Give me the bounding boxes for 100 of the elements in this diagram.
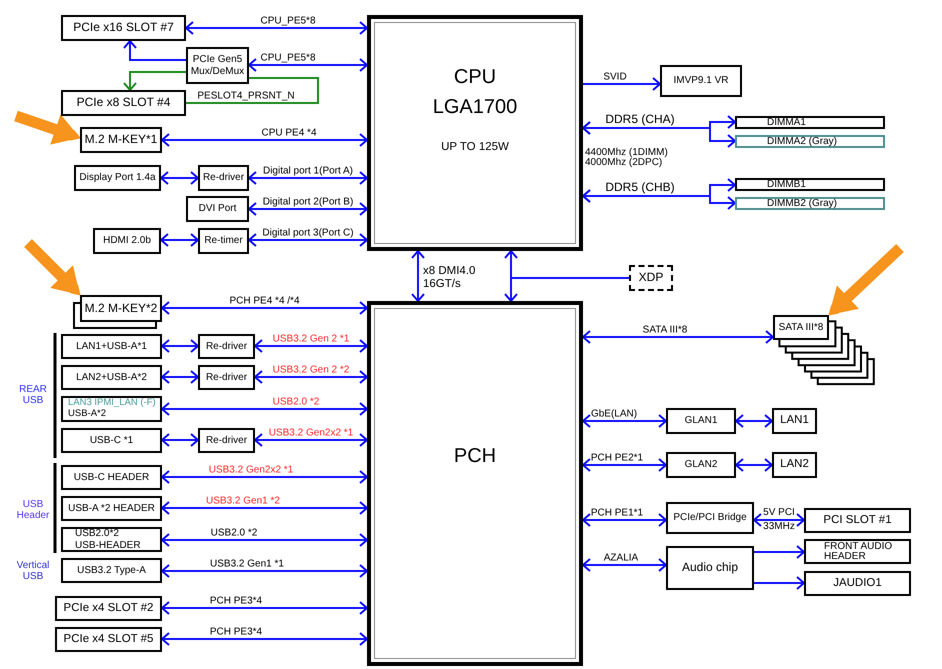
connector-arrow: [254, 339, 368, 353]
edge-label: PCH PE2*1: [590, 452, 644, 464]
debug-port-box: [629, 265, 673, 291]
connector-arrow: [248, 233, 368, 247]
connector-arrow: [123, 40, 186, 61]
redriver-box: [198, 428, 255, 453]
edge-label: CPU_PE5*8: [260, 52, 316, 64]
voltage-regulator-box: [660, 65, 742, 97]
connector-arrow: [582, 330, 774, 344]
component-label: USB-C *1: [90, 434, 134, 446]
connector-arrow: [735, 458, 773, 472]
connector-arrow: [161, 370, 199, 384]
component-label: FRONT AUDIO HEADER: [824, 542, 894, 562]
component-label: DIMMB1: [767, 180, 806, 189]
dvi-port-box: [186, 196, 249, 222]
lan-usb-port-box: [61, 365, 162, 390]
component-label: PCIe x8 SLOT #4: [76, 96, 170, 110]
component-label: Re-driver: [206, 340, 248, 352]
sata-port-box: [773, 315, 829, 340]
audio-header-box: [804, 539, 911, 564]
dimm-slot: [735, 197, 885, 210]
component-label: LAN2: [780, 458, 809, 472]
edge-label: 5V PCI 33MHz: [762, 506, 796, 534]
connector-arrow: [582, 458, 667, 472]
edge-label: Digital port 1(Port A): [262, 166, 354, 177]
expansion-slot-box: [61, 90, 186, 116]
connector-arrow: [254, 370, 368, 384]
connector-arrow: [161, 133, 368, 147]
edge-label: CPU_PE5*8: [260, 16, 316, 27]
component-label: Re-driver: [206, 434, 248, 446]
connector-arrow: [753, 513, 805, 527]
lan-controller-box: [666, 408, 736, 434]
component-label: M.2 M-KEY*1: [84, 133, 158, 147]
connector-arrow: [248, 58, 368, 72]
component-label: Re-timer: [204, 235, 243, 247]
redriver-box: [198, 165, 249, 191]
usb-header-box: [61, 496, 162, 521]
connector-arrow: [582, 189, 736, 210]
connector-arrow: [583, 77, 661, 91]
edge-label: PCH PE1*1: [590, 508, 644, 519]
edge-label: USB2.0 *2: [272, 396, 320, 408]
connector-arrow: [582, 513, 667, 527]
component-label: Display Port 1.4a: [79, 172, 156, 184]
component-label: USB-A *2 HEADER: [68, 502, 155, 514]
edge-label: Digital port 2(Port B): [262, 196, 354, 208]
lan-usb-port-box: [61, 334, 162, 359]
component-label: Re-driver: [202, 172, 244, 184]
component-label: USB-C HEADER: [74, 472, 150, 484]
component-label: XDP: [638, 271, 664, 285]
connector-arrow: [411, 250, 425, 302]
connector-arrow: [161, 632, 368, 646]
lan-port-box: [772, 408, 817, 434]
edge-label: PCH PE3*4: [210, 626, 262, 638]
block-title: PCH: [454, 445, 496, 468]
component-label: PCIe x4 SLOT #5: [64, 632, 154, 646]
component-label: LAN2+USB-A*2: [76, 372, 147, 384]
cpu-block: [367, 15, 583, 251]
power-note: UP TO 125W: [441, 141, 509, 154]
m2-slot-box: [80, 295, 162, 322]
component-label: DIMMA2 (Gray): [767, 137, 837, 146]
edge-label: PCH PE3*4: [210, 596, 262, 607]
chipset-block: [367, 301, 583, 666]
edge-label: USB3.2 Gen 2 *1: [272, 334, 350, 345]
group-label: USB Header: [16, 499, 50, 521]
component-label: USB-A*2: [68, 409, 106, 420]
connector-arrow: [504, 277, 629, 302]
connector-arrow: [161, 601, 368, 615]
edge-label: DDR5 (CHB): [605, 181, 675, 195]
component-label: USB2.0*2 USB-HEADER: [75, 528, 142, 551]
component-label: DIMMB2 (Gray): [767, 199, 837, 208]
connector-arrow: [161, 339, 199, 353]
group-label: REAR USB: [18, 384, 48, 406]
component-label: HDMI 2.0b: [103, 235, 151, 247]
connector-arrow: [161, 402, 368, 416]
component-label: Re-driver: [206, 372, 248, 384]
dimm-slot: [735, 178, 885, 191]
redriver-box: [198, 334, 255, 359]
edge-label: USB3.2 Gen2x2 *1: [208, 464, 294, 476]
connector-arrow: [161, 433, 199, 447]
edge-label: Digital port 3(Port C): [262, 228, 354, 239]
connector-arrow: [735, 414, 773, 428]
component-label: USB3.2 Type-A: [77, 564, 146, 576]
edge-label: PCH PE4 *4 /*4: [229, 296, 300, 307]
mux-box: [186, 47, 249, 84]
component-label: LAN3 IPMI_LAN (-F): [68, 398, 156, 409]
connector-arrow: [160, 171, 199, 185]
connector-arrow: [248, 171, 368, 185]
component-label: PCIe x16 SLOT #7: [73, 21, 174, 35]
connector-line: [186, 77, 319, 104]
lan-port-box: [772, 452, 817, 478]
component-label: IMVP9.1 VR: [673, 75, 729, 87]
connector-arrow: [248, 202, 368, 216]
component-label: JAUDIO1: [833, 576, 882, 590]
component-label: GLAN1: [684, 415, 718, 427]
retimer-box: [198, 228, 249, 254]
component-label: PCIe Gen5 Mux/DeMux: [190, 54, 246, 77]
connector-arrow: [582, 414, 667, 428]
edge-label: CPU PE4 *4: [261, 128, 317, 139]
lan-controller-box: [666, 452, 736, 478]
edge-label: USB3.2 Gen2x2 *1: [268, 428, 354, 439]
